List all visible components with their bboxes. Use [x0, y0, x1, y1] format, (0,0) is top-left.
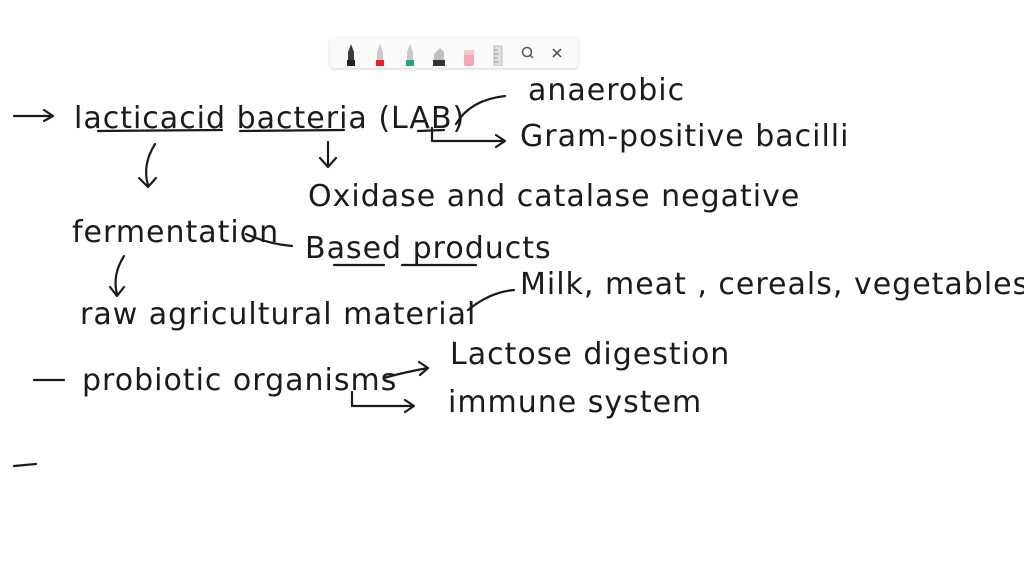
underline-lactic: [96, 128, 224, 133]
black-marker-icon[interactable]: [339, 40, 363, 66]
gram-positive-label: Gram-positive bacilli: [520, 119, 849, 154]
down-arrow-left: [137, 142, 158, 189]
highlighter-icon[interactable]: [427, 40, 451, 66]
branch-arrow-gram: [430, 126, 507, 149]
teal-marker-icon[interactable]: [398, 40, 422, 66]
bullet-arrow: [12, 108, 55, 123]
down-arrow-fermentation: [108, 254, 126, 298]
immune-label: immune system: [448, 385, 702, 420]
red-marker-icon[interactable]: [368, 40, 392, 66]
fermentation-label: fermentation: [72, 215, 279, 250]
drawing-toolbar: [330, 38, 578, 68]
oxidase-label: Oxidase and catalase negative: [308, 179, 800, 214]
branch-arrow-immune: [350, 390, 416, 414]
branch-curve-examples: [466, 288, 516, 312]
branch-curve-anaerobic: [454, 94, 507, 126]
fermentation-connector: [244, 232, 294, 248]
anaerobic-label: anaerobic: [528, 73, 685, 108]
examples-label: Milk, meat , cereals, vegetables: [520, 267, 1024, 302]
down-arrow-center: [318, 140, 338, 169]
based-products-label: Based products: [305, 231, 552, 266]
bullet-dash-empty: [12, 462, 38, 468]
raw-material-label: raw agricultural material: [80, 297, 476, 332]
ruler-icon[interactable]: [486, 40, 510, 66]
branch-arrow-lactose: [382, 360, 430, 380]
close-icon[interactable]: [545, 40, 569, 66]
lactose-label: Lactose digestion: [450, 337, 730, 372]
eraser-icon[interactable]: [457, 40, 481, 66]
probiotic-label: probiotic organisms: [82, 363, 397, 398]
lasso-icon[interactable]: [516, 40, 540, 66]
underline-bacteria: [238, 128, 346, 133]
